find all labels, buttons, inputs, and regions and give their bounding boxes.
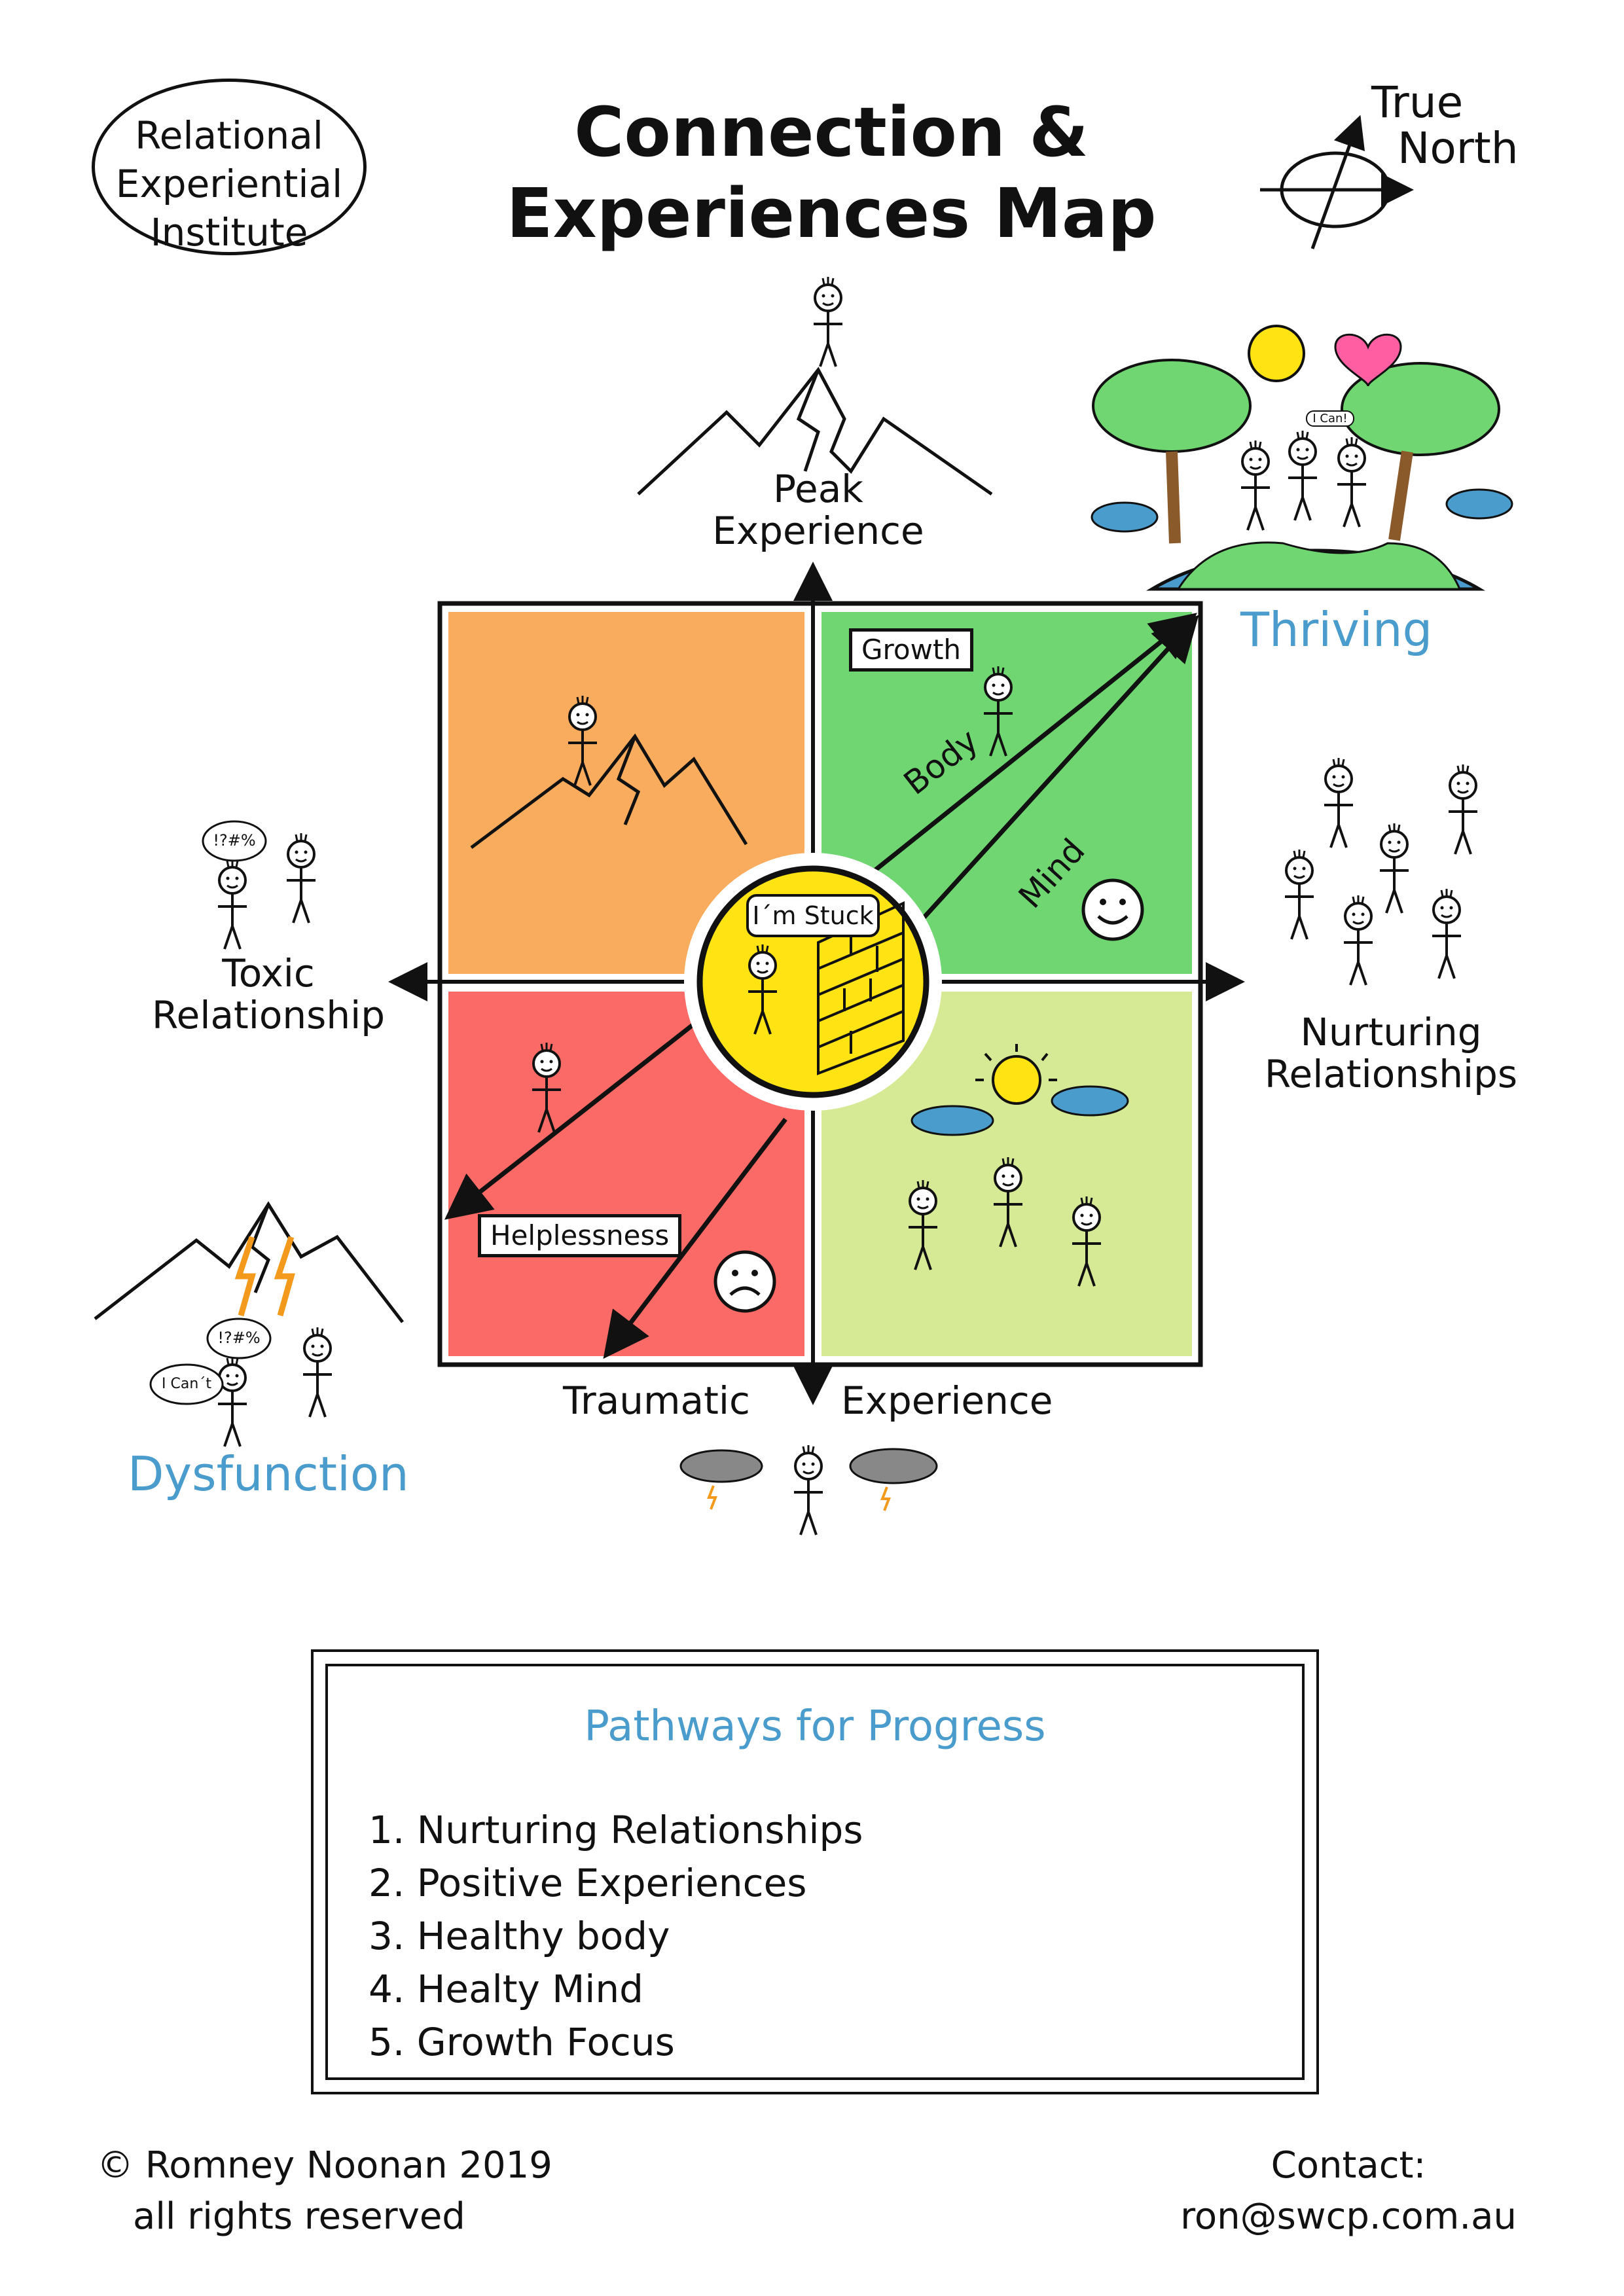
peak-line-2: Experience <box>712 509 924 553</box>
thriving-kid-icon <box>1240 439 1271 531</box>
traumatic-kid-icon <box>793 1444 824 1536</box>
toxic-relationship-label: Toxic Relationship <box>137 952 399 1036</box>
thriving-kid-icon <box>1336 436 1367 528</box>
peak-kid-icon <box>812 276 844 368</box>
logo-line: Relational <box>135 113 323 158</box>
copyright-line-2: all rights reserved <box>133 2195 465 2238</box>
pathways-inner-frame: Pathways for Progress 1. Nurturing Relat… <box>325 1664 1305 2080</box>
dysfunction-swear-bubble: !?#% <box>217 1329 261 1347</box>
contact-email[interactable]: ron@swcp.com.au <box>1180 2195 1517 2238</box>
dysfunction-kid-icon <box>217 1355 248 1448</box>
body-arrow <box>869 613 1197 876</box>
logo-text: Relational Experiential Institute <box>92 111 367 257</box>
title-line-2: Experiences Map <box>506 173 1157 253</box>
pathways-list: 1. Nurturing Relationships 2. Positive E… <box>369 1804 863 2069</box>
logo-line: Experiential <box>115 162 343 206</box>
dysfunction-mountain-icon <box>94 1201 404 1323</box>
north-line-1: True <box>1371 77 1464 128</box>
logo-oval <box>92 79 367 255</box>
nurturing-relationships-label: Nurturing Relationships <box>1247 1011 1535 1095</box>
contact-label: Contact: <box>1271 2144 1426 2187</box>
lightning-icon <box>234 1236 295 1317</box>
dysfunction-adult-icon <box>302 1326 333 1418</box>
growth-tag: Growth <box>849 628 974 672</box>
thriving-kid-icon <box>1287 429 1318 522</box>
thriving-globe-icon <box>1091 325 1513 591</box>
storm-cloud-icon <box>849 1448 938 1484</box>
cloud-icon <box>911 1105 994 1136</box>
pathways-title: Pathways for Progress <box>584 1702 1046 1751</box>
toxic-line-1: Toxic <box>222 951 315 996</box>
toxic-kid-icon <box>217 858 248 950</box>
pathway-item: 3. Healthy body <box>369 1914 670 1958</box>
nurturing-kid-icon <box>1379 822 1410 914</box>
contact-info: Contact: ron@swcp.com.au <box>1126 2140 1571 2242</box>
true-north-label: True North <box>1371 80 1519 171</box>
mind-arrow <box>911 615 1199 931</box>
nurturing-kid-icon <box>1431 888 1462 980</box>
title-line-1: Connection & <box>574 92 1089 172</box>
nurturing-line-1: Nurturing <box>1300 1010 1482 1054</box>
cant-bubble: I Can´t <box>162 1376 211 1392</box>
compass-icon <box>1260 115 1414 249</box>
toxic-adult-icon <box>285 832 317 924</box>
pathway-item: 1. Nurturing Relationships <box>369 1808 863 1852</box>
can-bubble: I Can! <box>1306 410 1354 427</box>
experience-label: Experience <box>841 1378 1053 1423</box>
helplessness-arrow <box>444 1009 712 1220</box>
storm-cloud-icon <box>679 1449 763 1483</box>
nurturing-kid-icon <box>1343 894 1374 986</box>
nurturing-line-2: Relationships <box>1264 1052 1518 1096</box>
traumatic-label: Traumatic <box>563 1378 750 1423</box>
toxic-swear-bubble: !?#% <box>213 831 256 850</box>
peak-line-1: Peak <box>773 467 863 511</box>
copyright-line-1: © Romney Noonan 2019 <box>97 2144 552 2187</box>
helplessness-tag: Helplessness <box>478 1214 682 1257</box>
stuck-speech-bubble: I´m Stuck <box>752 901 874 930</box>
pathway-item: 2. Positive Experiences <box>369 1861 807 1905</box>
peak-mountain-icon <box>637 367 993 496</box>
heart-icon <box>1334 333 1402 387</box>
quadrant-mountain-icon <box>470 733 748 849</box>
nurturing-kid-icon <box>1284 848 1315 941</box>
pathway-item: 5. Growth Focus <box>369 2020 675 2064</box>
dysfunction-label: Dysfunction <box>128 1446 409 1501</box>
page-title: Connection & Experiences Map <box>497 92 1165 254</box>
copyright-notice: © Romney Noonan 2019 all rights reserved <box>97 2140 552 2242</box>
nurturing-kid-icon <box>1323 757 1354 849</box>
north-line-2: North <box>1398 123 1519 173</box>
pathway-item: 4. Healty Mind <box>369 1967 643 2011</box>
trauma-arrow <box>603 1117 787 1359</box>
sad-face-icon <box>713 1250 776 1313</box>
cloud-icon <box>1051 1085 1129 1117</box>
sun-icon <box>975 1044 1057 1105</box>
peak-experience-label: Peak Experience <box>687 468 949 552</box>
thriving-label: Thriving <box>1240 602 1433 657</box>
logo-line: Institute <box>150 210 308 255</box>
toxic-line-2: Relationship <box>151 993 386 1037</box>
smiley-icon <box>1081 878 1144 941</box>
pathways-box: Pathways for Progress 1. Nurturing Relat… <box>311 1649 1319 2094</box>
nurturing-kid-icon <box>1447 763 1479 855</box>
